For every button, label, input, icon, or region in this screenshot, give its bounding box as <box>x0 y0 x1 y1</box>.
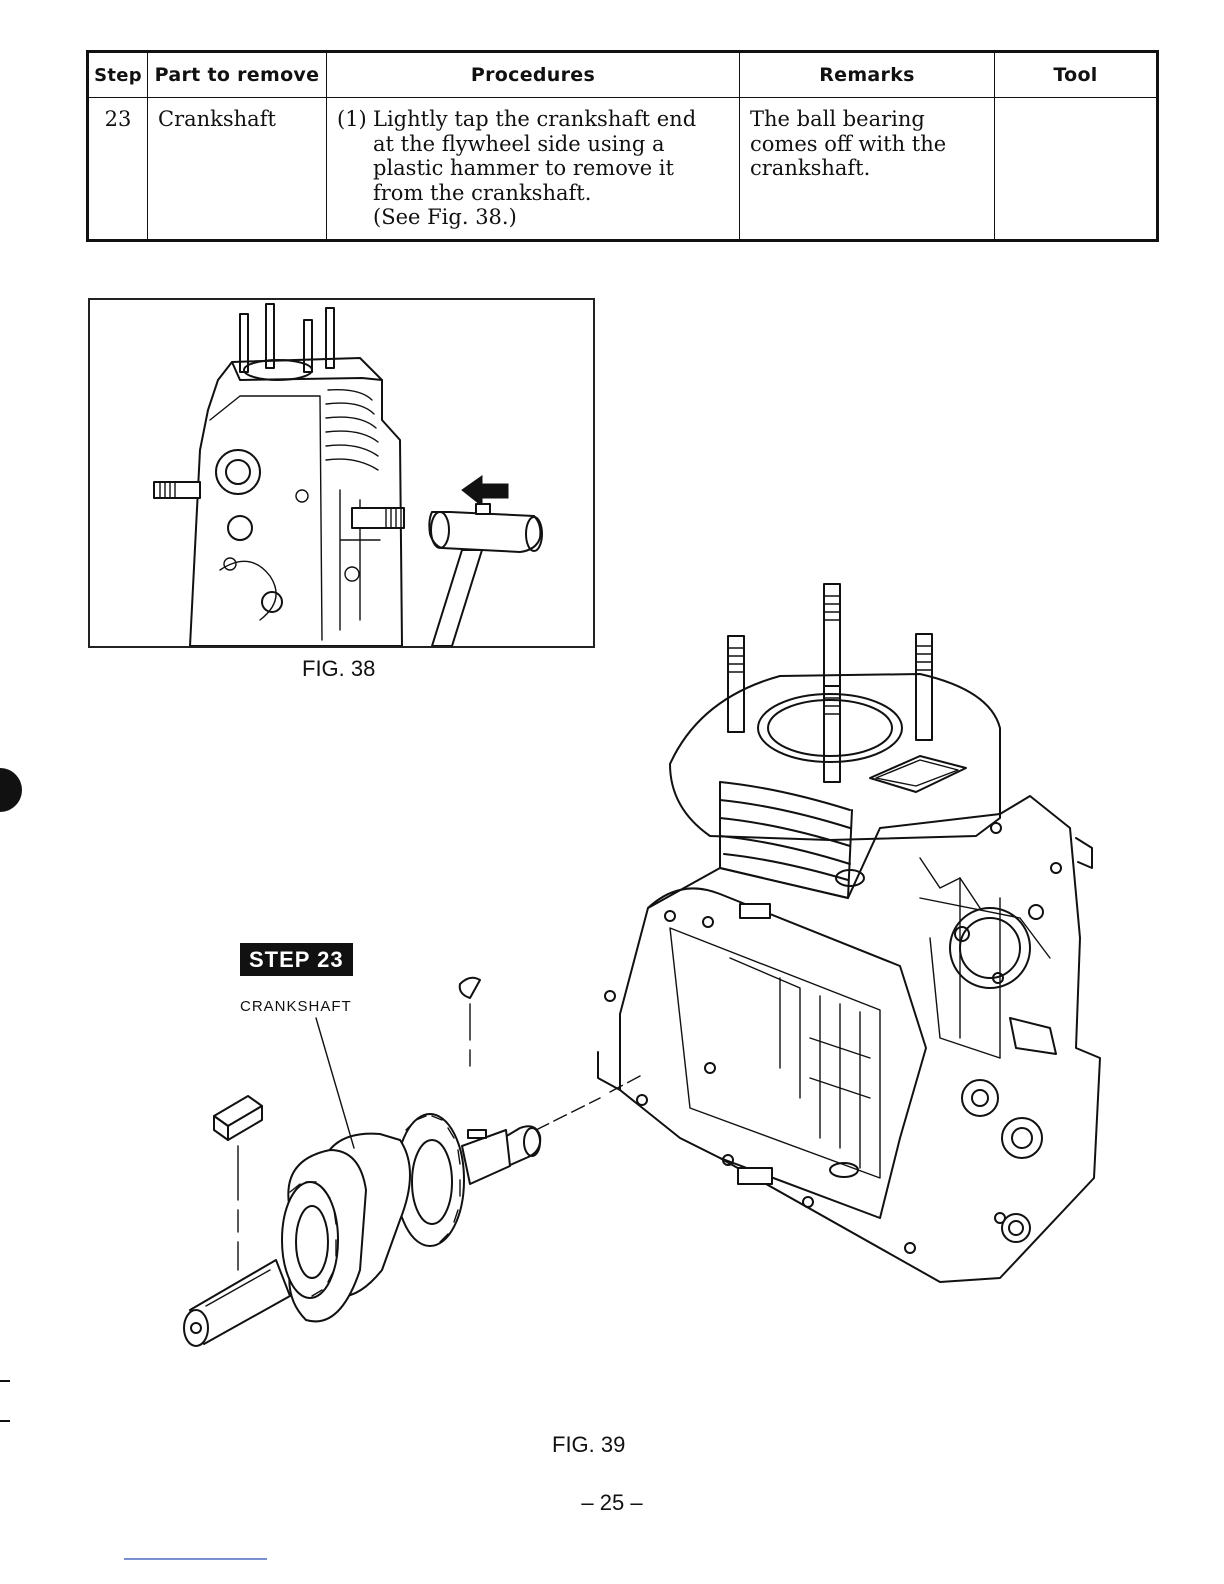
margin-tick <box>0 1380 10 1382</box>
remarks-line: crankshaft. <box>750 156 984 181</box>
page-number: – 25 – <box>0 1490 1224 1516</box>
remarks-line: comes off with the <box>750 132 984 157</box>
fig39-caption: FIG. 39 <box>552 1432 625 1458</box>
procedure-line: plastic hammer to remove it <box>373 156 729 181</box>
table-row: 23 Crankshaft (1) Lightly tap the cranks… <box>88 98 1158 241</box>
margin-tick <box>0 1420 10 1422</box>
header-procedures: Procedures <box>327 52 740 98</box>
fig38-caption: FIG. 38 <box>302 656 375 682</box>
header-part-to-remove: Part to remove <box>148 52 327 98</box>
procedure-text: Lightly tap the crankshaft end at the fl… <box>373 107 729 230</box>
step-badge: STEP 23 <box>240 943 353 976</box>
procedure-line: Lightly tap the crankshaft end <box>373 107 729 132</box>
crankcase-drawing <box>580 578 1100 1298</box>
header-remarks: Remarks <box>740 52 995 98</box>
procedure-line: at the flywheel side using a <box>373 132 729 157</box>
cell-tool <box>995 98 1158 241</box>
header-tool: Tool <box>995 52 1158 98</box>
crankshaft-label: CRANKSHAFT <box>240 998 352 1015</box>
procedure-table: Step Part to remove Procedures Remarks T… <box>86 50 1159 242</box>
fig38-illustration <box>88 298 595 648</box>
cell-step: 23 <box>88 98 148 241</box>
procedure-line: from the crankshaft. <box>373 181 729 206</box>
procedure-line: (See Fig. 38.) <box>373 205 729 230</box>
footer-rule <box>124 1558 267 1560</box>
engine-block-hammer-drawing <box>90 300 593 646</box>
binding-hole-mark <box>0 768 22 812</box>
procedure-number: (1) <box>337 107 373 230</box>
cell-procedure: (1) Lightly tap the crankshaft end at th… <box>327 98 740 241</box>
cell-part: Crankshaft <box>148 98 327 241</box>
table-header-row: Step Part to remove Procedures Remarks T… <box>88 52 1158 98</box>
cell-remarks: The ball bearing comes off with the cran… <box>740 98 995 241</box>
header-step: Step <box>88 52 148 98</box>
remarks-line: The ball bearing <box>750 107 984 132</box>
crankshaft-drawing <box>170 970 570 1360</box>
